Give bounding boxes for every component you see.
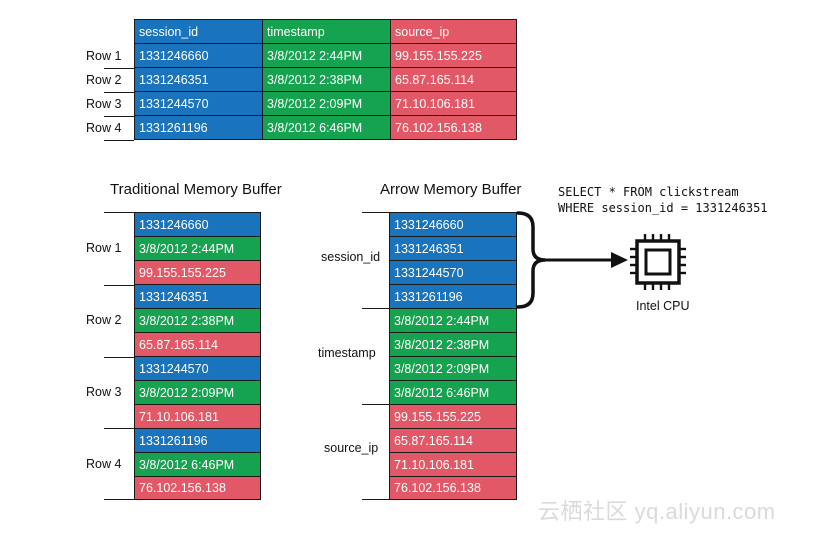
buffer-cell: 3/8/2012 2:38PM: [134, 308, 261, 333]
watermark: 云栖社区 yq.aliyun.com: [538, 499, 776, 524]
buffer-cell: 3/8/2012 2:38PM: [389, 332, 517, 357]
group-divider: [362, 404, 390, 405]
row-divider: [104, 140, 134, 141]
arrow-buffer-title: Arrow Memory Buffer: [380, 181, 522, 198]
query-line-1: SELECT * FROM clickstream: [558, 185, 739, 199]
buffer-cell: 1331246351: [389, 236, 517, 261]
traditional-buffer-title: Traditional Memory Buffer: [110, 181, 282, 198]
buffer-cell: 76.102.156.138: [389, 476, 517, 500]
buffer-cell: 1331261196: [134, 428, 261, 453]
group-divider: [104, 285, 134, 286]
buffer-cell: 71.10.106.181: [389, 452, 517, 477]
table-cell: 1331246351: [134, 67, 263, 92]
group-divider: [104, 357, 134, 358]
buffer-cell: 65.87.165.114: [134, 332, 261, 357]
buffer-cell: 1331246660: [389, 212, 517, 237]
table-cell: 1331246660: [134, 43, 263, 68]
buffer-cell: 3/8/2012 2:09PM: [134, 380, 261, 405]
cpu-label: Intel CPU: [636, 299, 690, 313]
traditional-row-label: Row 4: [86, 457, 122, 471]
buffer-cell: 1331244570: [134, 356, 261, 381]
buffer-cell: 3/8/2012 6:46PM: [389, 380, 517, 405]
buffer-cell: 1331261196: [389, 284, 517, 309]
traditional-row-label: Row 3: [86, 385, 122, 399]
buffer-cell: 3/8/2012 2:44PM: [134, 236, 261, 261]
table-cell: 3/8/2012 2:38PM: [262, 67, 391, 92]
top-row-label: Row 1: [86, 49, 122, 63]
table-cell: 3/8/2012 6:46PM: [262, 115, 391, 140]
buffer-cell: 1331246351: [134, 284, 261, 309]
curly-brace-arrow: [516, 211, 628, 309]
buffer-cell: 3/8/2012 2:44PM: [389, 308, 517, 333]
top-row-label: Row 3: [86, 97, 122, 111]
table-cell: 76.102.156.138: [390, 115, 517, 140]
buffer-cell: 99.155.155.225: [389, 404, 517, 429]
row-divider: [104, 68, 134, 69]
buffer-cell: 71.10.106.181: [134, 404, 261, 429]
buffer-cell: 1331244570: [389, 260, 517, 285]
arrow-group-label-timestamp: timestamp: [318, 346, 376, 360]
buffer-cell: 99.155.155.225: [134, 260, 261, 285]
top-row-label: Row 4: [86, 121, 122, 135]
buffer-cell: 3/8/2012 6:46PM: [134, 452, 261, 477]
header-session-id: session_id: [134, 19, 263, 44]
group-divider: [362, 499, 390, 500]
group-divider: [362, 212, 390, 213]
buffer-cell: 1331246660: [134, 212, 261, 237]
arrow-group-label-session-id: session_id: [321, 250, 381, 264]
group-divider: [104, 212, 134, 213]
table-cell: 1331244570: [134, 91, 263, 116]
header-timestamp: timestamp: [262, 19, 391, 44]
cpu-chip-icon: [630, 234, 686, 290]
query-line-2: WHERE session_id = 1331246351: [558, 201, 768, 215]
row-divider: [104, 92, 134, 93]
table-cell: 99.155.155.225: [390, 43, 517, 68]
table-cell: 71.10.106.181: [390, 91, 517, 116]
table-cell: 1331261196: [134, 115, 263, 140]
top-row-label: Row 2: [86, 73, 122, 87]
group-divider: [104, 499, 134, 500]
traditional-row-label: Row 1: [86, 241, 122, 255]
buffer-cell: 65.87.165.114: [389, 428, 517, 453]
table-cell: 3/8/2012 2:09PM: [262, 91, 391, 116]
arrow-group-label-source-ip: source_ip: [324, 441, 379, 455]
header-source-ip: source_ip: [390, 19, 517, 44]
table-cell: 65.87.165.114: [390, 67, 517, 92]
buffer-cell: 3/8/2012 2:09PM: [389, 356, 517, 381]
group-divider: [104, 428, 134, 429]
traditional-row-label: Row 2: [86, 313, 122, 327]
buffer-cell: 76.102.156.138: [134, 476, 261, 500]
table-cell: 3/8/2012 2:44PM: [262, 43, 391, 68]
row-divider: [104, 116, 134, 117]
group-divider: [362, 308, 390, 309]
